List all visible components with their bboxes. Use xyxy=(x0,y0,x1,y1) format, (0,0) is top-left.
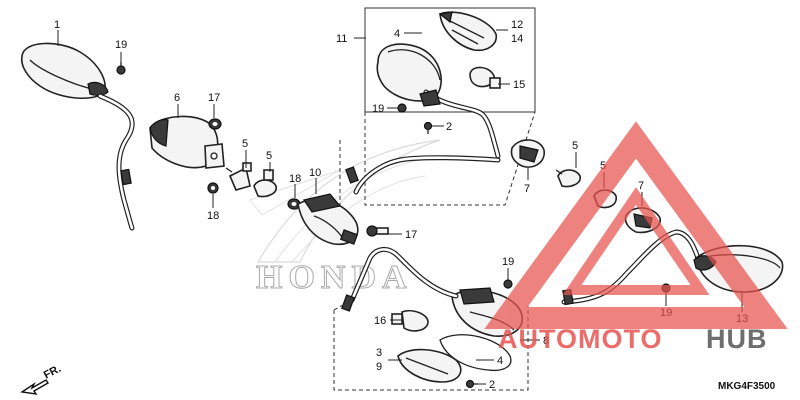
grommet-17-top xyxy=(208,118,222,130)
diagram-code: MKG4F3500 xyxy=(718,381,776,392)
callout-9: 9 xyxy=(376,361,382,373)
watermark-hub: HUB xyxy=(706,324,768,354)
callout-10: 10 xyxy=(309,167,321,179)
callout-5-a: 5 xyxy=(242,138,248,150)
callout-5-c: 5 xyxy=(572,140,578,152)
automotohub-wordmark: AUTOMOTO HUB xyxy=(498,324,768,354)
callout-3: 3 xyxy=(376,347,382,359)
callout-5-d: 5 xyxy=(600,160,606,172)
socket-5-b xyxy=(253,169,277,198)
socket-5-c xyxy=(555,169,581,188)
callout-15: 15 xyxy=(513,79,525,91)
callout-19-c: 19 xyxy=(502,256,514,268)
left-winker-lens-assy xyxy=(297,193,359,246)
callout-6: 6 xyxy=(174,92,180,104)
callout-18-b: 18 xyxy=(289,173,301,185)
callout-16: 16 xyxy=(374,315,386,327)
callout-5-b: 5 xyxy=(266,150,272,162)
callout-7-b: 7 xyxy=(638,180,644,192)
callout-2-b: 2 xyxy=(489,379,495,391)
automotohub-watermark xyxy=(484,121,788,329)
bulb-16 xyxy=(391,309,429,332)
bolt-19-lower xyxy=(503,279,513,289)
gasket-4-lower xyxy=(439,334,512,372)
callout-1: 1 xyxy=(54,19,60,31)
callout-2-a: 2 xyxy=(446,121,452,133)
callout-12: 12 xyxy=(511,19,523,31)
callout-8: 8 xyxy=(543,335,549,347)
callout-17-a: 17 xyxy=(208,92,220,104)
callout-11: 11 xyxy=(336,33,347,45)
bolt-17-mid xyxy=(366,225,389,237)
callout-4-a: 4 xyxy=(394,28,400,40)
front-direction-arrow: FR. xyxy=(20,363,63,395)
lens-3-9 xyxy=(397,348,462,383)
left-winker-housing xyxy=(149,115,225,169)
honda-outline-text: HONDA xyxy=(256,259,413,296)
callout-19-a: 19 xyxy=(115,39,127,51)
bulb-15 xyxy=(469,66,501,89)
lens-12-14 xyxy=(438,11,498,52)
bolt-19-box xyxy=(397,103,407,113)
callout-4-b: 4 xyxy=(497,355,503,367)
screw-2-upper xyxy=(423,121,433,134)
grommet-18-mid xyxy=(287,198,301,210)
callout-19-b: 19 xyxy=(372,103,384,115)
nut-18-left xyxy=(207,182,219,194)
callout-7-a: 7 xyxy=(524,183,530,195)
bolt-19-left xyxy=(116,62,126,75)
socket-7-upper xyxy=(510,139,545,168)
callout-18-a: 18 xyxy=(207,210,219,222)
front-label: FR. xyxy=(42,363,63,382)
left-mirror xyxy=(20,42,109,100)
watermark-automoto: AUTOMOTO xyxy=(498,324,663,354)
socket-5-a xyxy=(225,162,252,191)
assembly-box-11 xyxy=(364,7,536,113)
callout-14: 14 xyxy=(511,33,523,45)
callout-17-b: 17 xyxy=(405,229,417,241)
